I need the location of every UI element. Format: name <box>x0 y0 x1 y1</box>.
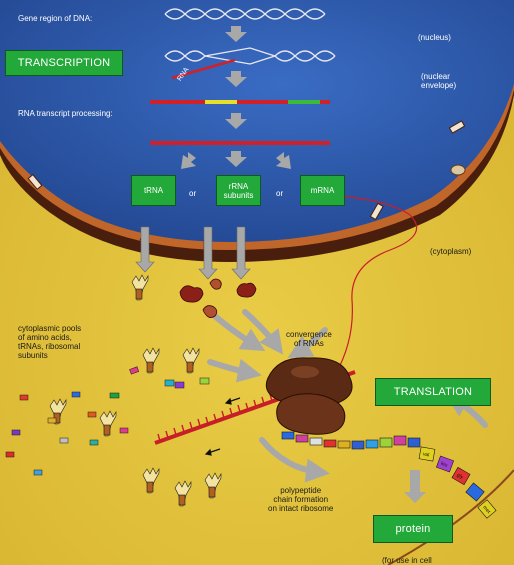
direction-arrows <box>204 397 241 456</box>
amino-acid-label-met: met <box>481 505 491 516</box>
ribosome <box>265 357 353 435</box>
pools-label: cytoplasmic pools of amino acids, tRNAs,… <box>18 324 82 360</box>
nucleus-region <box>0 0 514 242</box>
translation-box: TRANSLATION <box>375 378 491 406</box>
dna-helix-top <box>164 8 326 20</box>
for-use-label: (for use in cell <box>382 556 432 565</box>
ribosomal-subunits <box>179 278 257 318</box>
nuclear-envelope-label: (nuclear envelope) <box>421 72 457 90</box>
or-label-1: or <box>189 189 197 198</box>
polypeptide-chain <box>281 431 497 519</box>
cell-membrane <box>387 469 514 565</box>
amino-acid-label-gly: gly <box>456 472 465 481</box>
protein-arrow <box>404 470 426 503</box>
nucleus-arrows <box>181 26 291 169</box>
trna-box: tRNA <box>131 175 176 206</box>
cytoplasm-label: (cytoplasm) <box>430 247 472 256</box>
trna-molecules <box>49 274 222 507</box>
export-arrows <box>135 226 251 280</box>
convergence-label: convergence of RNAs <box>286 330 332 348</box>
rna-processed-transcript <box>150 141 330 145</box>
rna-processing-label: RNA transcript processing: <box>18 109 113 118</box>
gene-region-label: Gene region of DNA: <box>18 14 93 23</box>
dna-helix-transcribing <box>164 47 336 65</box>
rna-strand-nascent <box>171 58 236 80</box>
nucleus-label: (nucleus) <box>418 33 451 42</box>
protein-box: protein <box>373 515 453 543</box>
amino-acid-labels: val leu gly met <box>422 451 491 515</box>
mrna-box: mRNA <box>300 175 345 206</box>
polypeptide-label: polypeptide chain formation on intact ri… <box>268 486 334 513</box>
transcription-box: TRANSCRIPTION <box>5 50 123 76</box>
amino-acid-label-leu: leu <box>440 461 449 469</box>
mrna-strand <box>329 194 418 376</box>
or-label-2: or <box>276 189 284 198</box>
free-amino-acids <box>5 366 210 476</box>
amino-acid-label-val: val <box>422 451 429 458</box>
rna-primary-transcript <box>150 100 330 104</box>
